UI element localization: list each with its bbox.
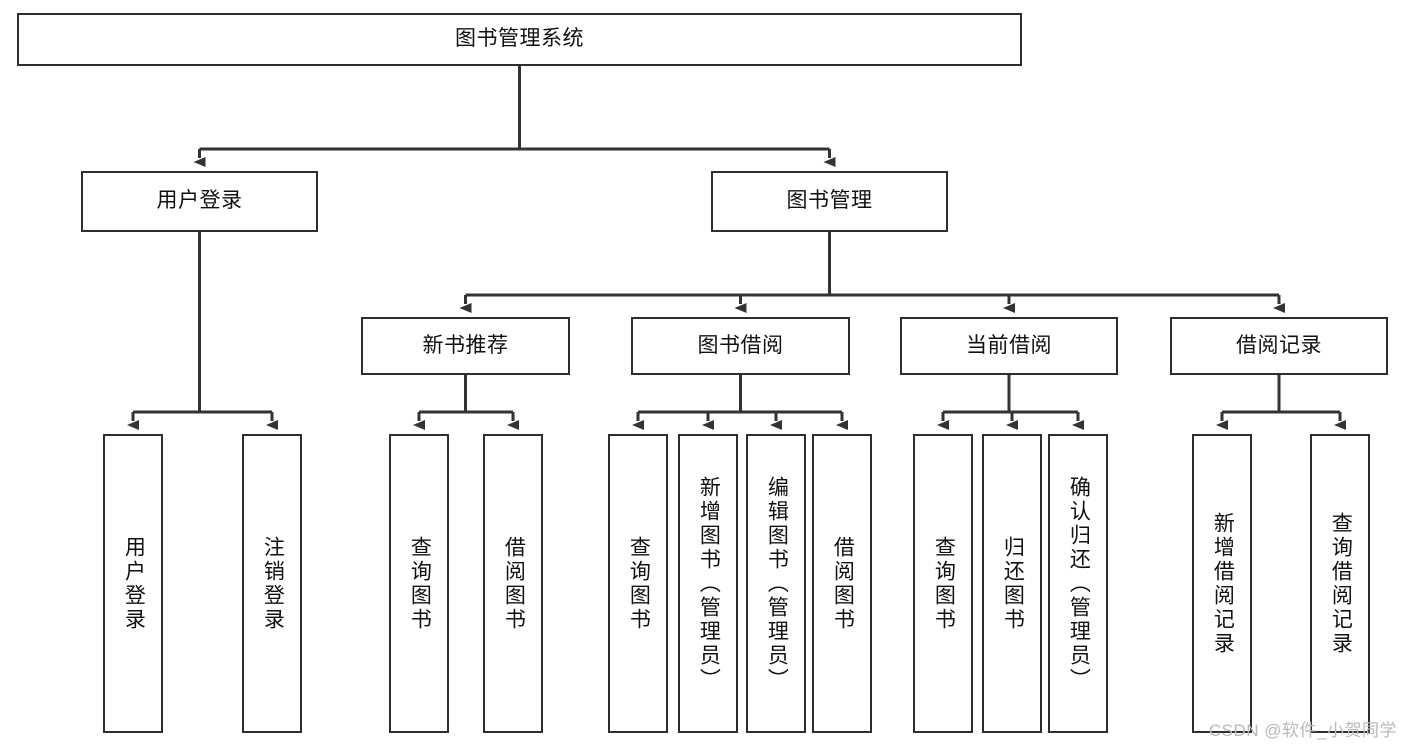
- node-label: 借阅图书: [502, 535, 526, 632]
- leaf-borrow-book-recommend[interactable]: 借阅图书: [483, 434, 543, 733]
- leaf-add-book-admin[interactable]: 新增图书（管理员）: [678, 434, 738, 733]
- node-label: 新增借阅记录: [1211, 511, 1235, 656]
- leaf-query-borrow-record[interactable]: 查询借阅记录: [1310, 434, 1370, 733]
- node-label: 当前借阅: [966, 333, 1052, 357]
- node-label: 图书借阅: [697, 333, 784, 357]
- node-root-book-management-system[interactable]: 图书管理系统: [17, 13, 1022, 66]
- node-label: 新增图书（管理员）: [697, 475, 721, 692]
- leaf-logout[interactable]: 注销登录: [242, 434, 302, 733]
- node-label: 用户登录: [156, 189, 243, 213]
- node-label: 确认归还（管理员）: [1067, 475, 1091, 692]
- node-label: 归还图书: [1001, 535, 1025, 632]
- leaf-query-book-borrow[interactable]: 查询图书: [608, 434, 668, 733]
- node-book-management[interactable]: 图书管理: [711, 171, 948, 232]
- node-label: 图书管理系统: [455, 27, 584, 51]
- node-label: 借阅记录: [1236, 333, 1322, 357]
- node-label: 查询图书: [932, 535, 956, 632]
- node-label: 新书推荐: [422, 333, 509, 357]
- csdn-watermark: CSDN @软件_小贺同学: [1208, 721, 1397, 740]
- node-label: 注销登录: [261, 535, 285, 632]
- node-user-login[interactable]: 用户登录: [81, 171, 318, 232]
- node-label: 查询图书: [627, 535, 651, 632]
- node-label: 借阅图书: [831, 535, 855, 632]
- leaf-borrow-book[interactable]: 借阅图书: [812, 434, 872, 733]
- leaf-query-book-recommend[interactable]: 查询图书: [389, 434, 449, 733]
- node-new-book-recommend[interactable]: 新书推荐: [361, 317, 570, 375]
- node-label: 查询图书: [408, 535, 432, 632]
- leaf-add-borrow-record[interactable]: 新增借阅记录: [1192, 434, 1252, 733]
- node-borrow-record[interactable]: 借阅记录: [1170, 317, 1388, 375]
- node-label: 用户登录: [122, 535, 146, 632]
- leaf-return-book[interactable]: 归还图书: [982, 434, 1042, 733]
- leaf-confirm-return-admin[interactable]: 确认归还（管理员）: [1048, 434, 1108, 733]
- leaf-user-login[interactable]: 用户登录: [103, 434, 163, 733]
- leaf-edit-book-admin[interactable]: 编辑图书（管理员）: [746, 434, 806, 733]
- node-book-borrow[interactable]: 图书借阅: [631, 317, 850, 375]
- node-label: 查询借阅记录: [1329, 511, 1353, 656]
- node-label: 编辑图书（管理员）: [765, 475, 789, 692]
- leaf-query-book-current[interactable]: 查询图书: [913, 434, 973, 733]
- node-current-borrow[interactable]: 当前借阅: [900, 317, 1118, 375]
- node-label: 图书管理: [786, 189, 873, 213]
